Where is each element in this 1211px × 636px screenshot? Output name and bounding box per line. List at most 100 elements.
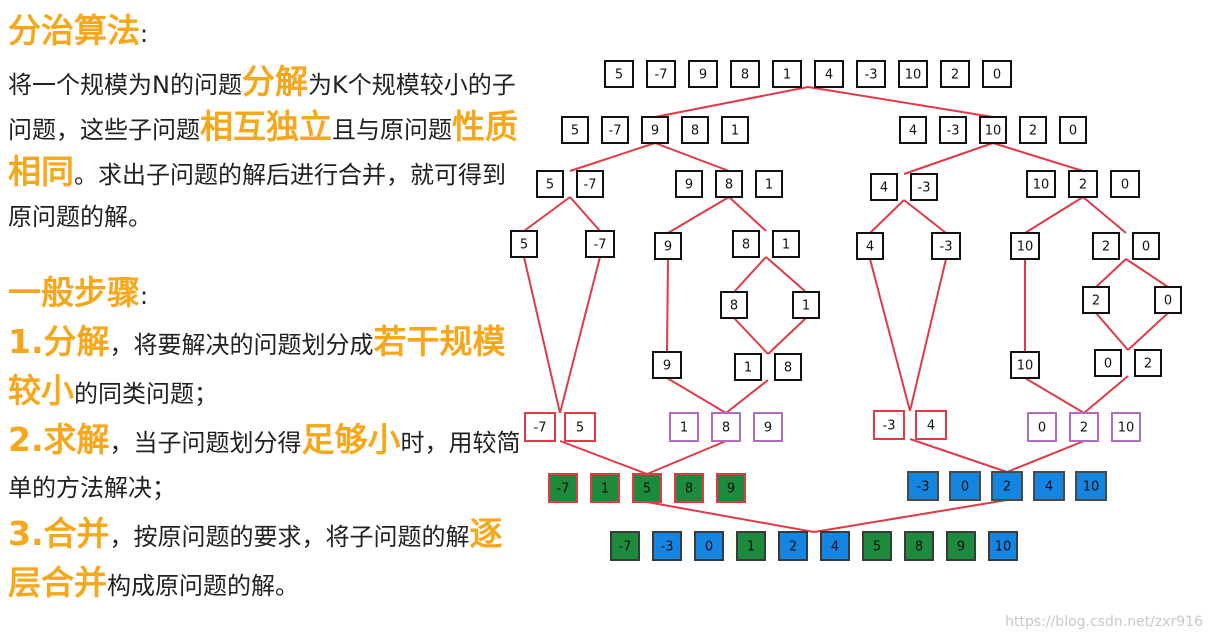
array-cell [585,230,615,258]
array-cell-value: 2 [1003,480,1011,495]
array-cell [772,230,800,258]
array-cell-value: 10 [1033,178,1050,193]
edge-m4-n2 [1006,440,1085,473]
array-cell-value: 8 [741,68,749,83]
array-cell-value: 1 [747,540,755,555]
array-cell [856,232,884,260]
array-cell-value: 1 [601,482,609,497]
array-cell-value: -7 [557,482,570,497]
array-cell [870,173,898,201]
edge-s20-t0 [1125,258,1169,288]
step-1-highlight: 若干规模较小 [8,322,506,410]
definition-highlight: 性质相同 [8,107,518,191]
array-cell [899,116,927,144]
array-cell [641,116,669,144]
array-cell-value: -7 [584,178,597,193]
edge-u02-m4 [1083,375,1129,414]
step-1-highlight: 1.分解 [8,322,110,361]
array-cell-value: -7 [594,238,607,253]
edge-a2-sm7 [569,196,601,232]
array-cell-value: 9 [664,240,672,255]
array-cell [632,473,662,503]
step-3-text: 构成原问题的解。 [107,572,299,600]
array-cell [755,170,783,198]
array-cell-value: 4 [1045,480,1053,495]
edge-d2-s10 [1024,196,1084,234]
edge-u9-m2 [666,377,727,414]
array-group-t1: 1 [792,291,820,319]
array-cell [1027,412,1057,442]
array-cell [730,60,760,88]
array-cell-value: 9 [651,124,659,139]
array-cell [946,531,976,561]
array-cell-value: 10 [1083,480,1100,495]
array-cell-value: 5 [615,68,623,83]
array-cell-value: 8 [742,238,750,253]
array-cell [669,412,699,442]
step-2-highlight: 足够小 [301,420,401,459]
steps-list: 1.分解，将要解决的问题划分成若干规模较小的同类问题；2.求解，当子问题划分得足… [8,319,528,609]
array-cell [1154,286,1182,314]
edge-t0-u02 [1127,312,1169,351]
array-cell-value: 5 [546,178,554,193]
edge-r0-r1 [807,86,994,118]
array-cell [564,412,596,442]
edge-b2-s81 [728,196,767,232]
edge-u10-m4 [1024,377,1085,414]
array-cell [910,173,938,201]
array-cell-value: 9 [663,359,671,374]
edge-sm7-m1 [559,256,601,414]
array-cell-value: 8 [685,482,693,497]
step-3-highlight: 3.合并 [8,514,110,553]
array-cell-value: 2 [1144,357,1152,372]
array-cell-value: 10 [905,68,922,83]
array-cell [949,471,981,501]
array-cell [820,531,850,561]
array-cell-value: 0 [961,480,969,495]
array-cell [915,410,947,440]
array-cell-value: 0 [1038,421,1046,436]
array-cell [1111,412,1141,442]
array-cell-value: 10 [985,124,1002,139]
watermark: https://blog.csdn.net/zxr916 [1005,614,1203,630]
array-cell [510,230,538,258]
array-cell [561,116,589,144]
array-group-u10: 10 [1010,351,1040,379]
edge-l1-a2 [569,142,656,172]
array-cell [720,291,748,319]
definition-text: 将一个规模为N的问题 [8,71,242,99]
array-cell [862,531,892,561]
array-cell [1019,116,1047,144]
array-cell-value: -3 [918,181,931,196]
array-cell-value: 1 [680,421,688,436]
description-panel: 分治算法: 将一个规模为N的问题分解为K个规模较小的子问题，这些子问题相互独立且… [8,8,528,609]
array-cell [732,230,760,258]
edge-r1-c2 [903,142,994,175]
edge-s4-m3 [869,258,911,412]
array-cell [873,410,905,440]
array-cell [681,116,709,144]
array-cell [988,531,1018,561]
array-cell-value: 2 [1080,421,1088,436]
array-cell [1134,349,1162,377]
array-cell-value: 0 [1069,124,1077,139]
section-title-steps: 一般步骤: [8,273,149,312]
edge-b2-s9 [667,196,730,234]
edge-r0-l1 [654,86,809,118]
array-cell-value: 2 [1102,240,1110,255]
array-cell [939,116,967,144]
tree-edges [523,86,1169,533]
array-cell-value: 10 [1017,359,1034,374]
edge-n2-f [813,499,1008,533]
edge-l1-b2 [654,142,730,172]
array-cell [778,531,808,561]
